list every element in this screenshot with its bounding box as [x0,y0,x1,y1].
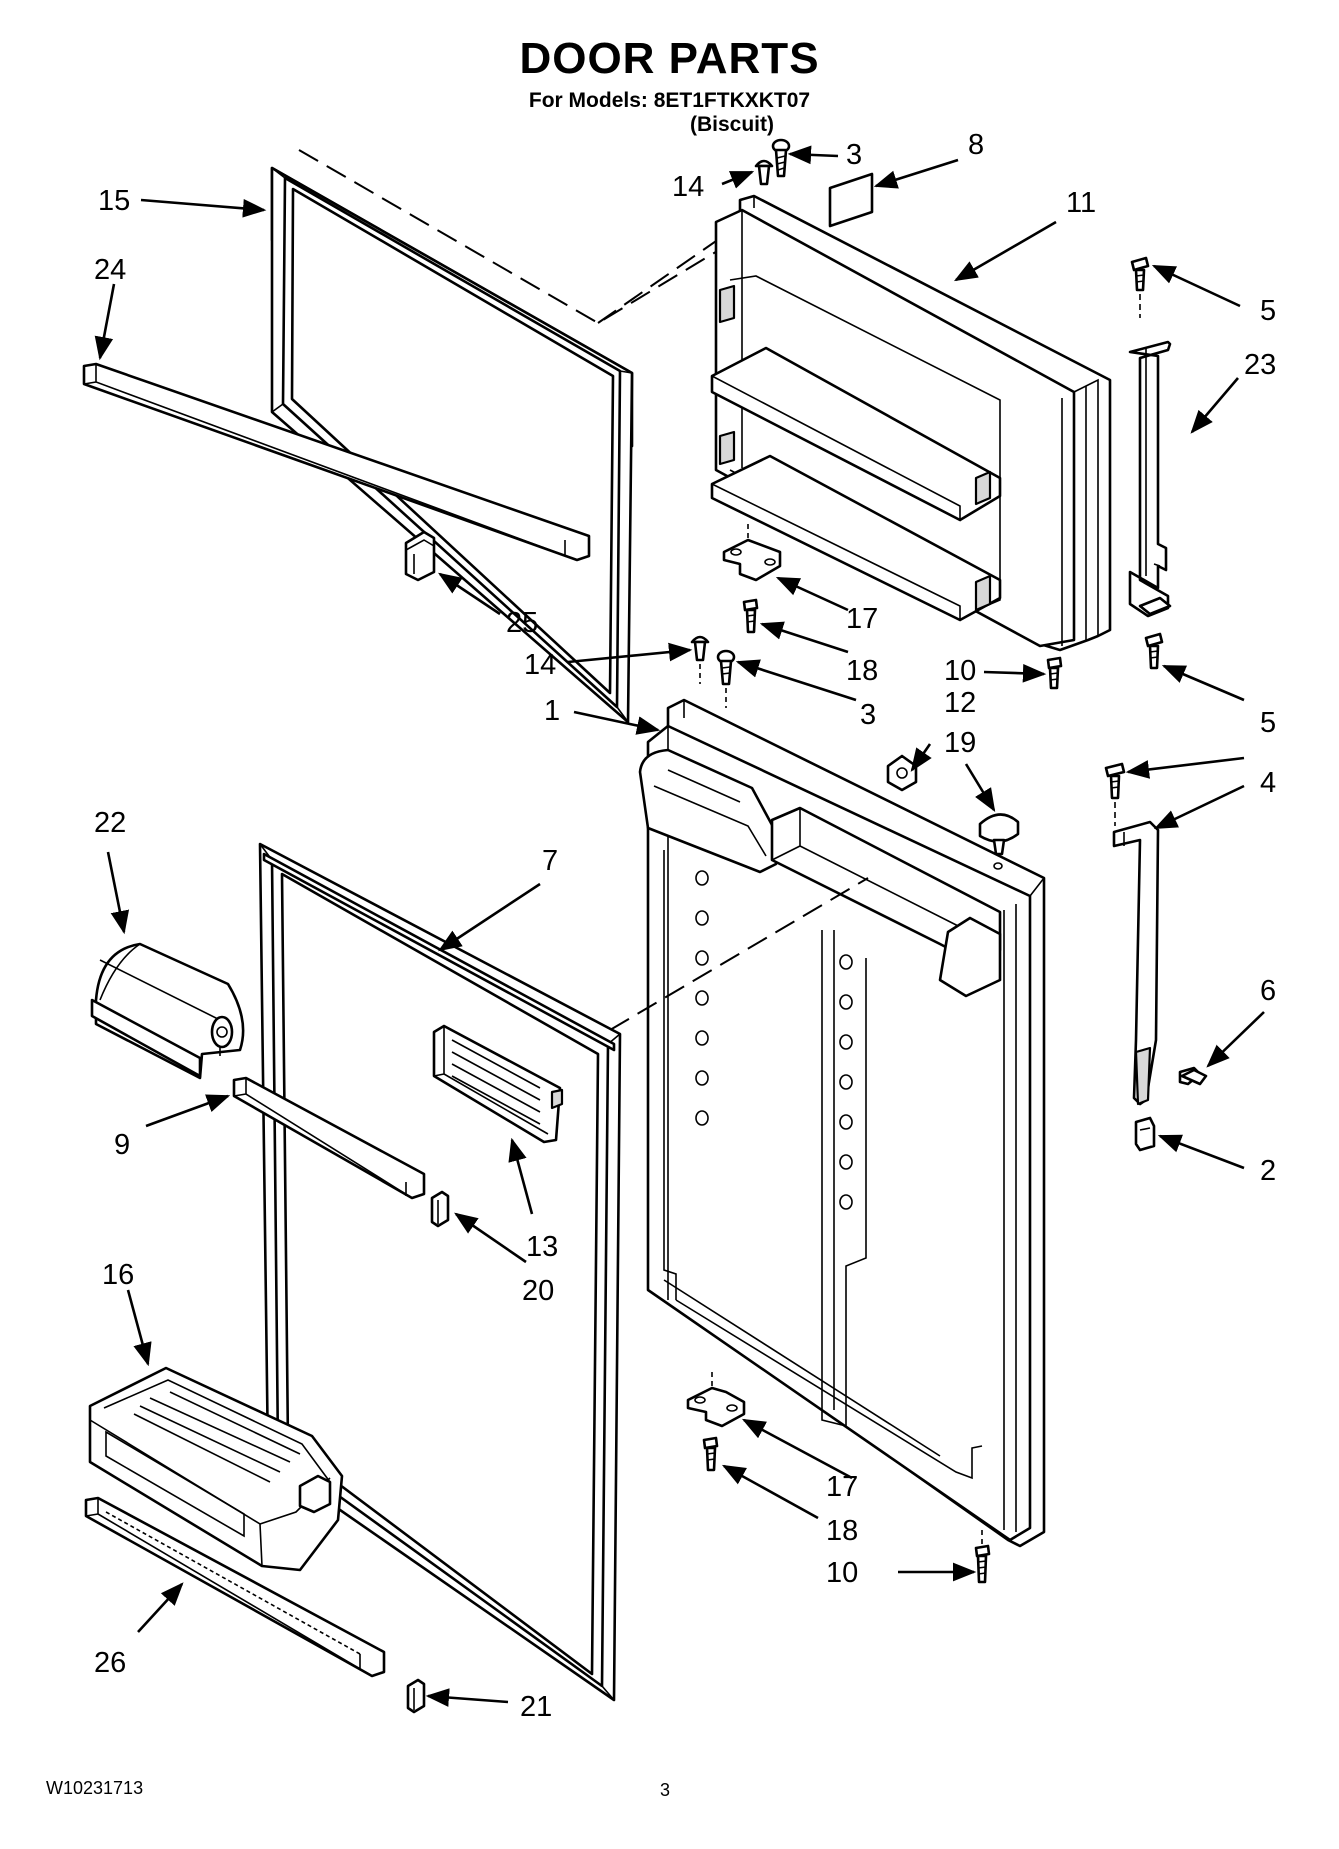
callout-7: 7 [542,845,558,877]
callout-14: 14 [672,171,704,203]
callout-21: 21 [520,1691,552,1723]
callout-9: 9 [114,1129,130,1161]
callout-2: 2 [1260,1155,1276,1187]
hinge-plate-17-lower [686,1372,746,1428]
door-bin-16 [88,1366,344,1572]
color-line: (Biscuit) [690,113,774,136]
screw-6 [1178,1066,1208,1086]
callout-5-mid: 5 [1260,707,1276,739]
screw-5-mid [1144,632,1164,670]
shelf-rail-9 [232,1076,426,1200]
callout-numbers: 15 24 25 14 3 8 11 5 23 17 18 10 5 14 3 … [94,129,1276,1723]
bin-rail-26 [84,1496,386,1678]
callout-10-lower: 10 [826,1557,858,1589]
label-8 [828,172,874,228]
callout-8: 8 [968,129,984,161]
screw-10-lower [974,1530,991,1584]
rail-clip-25 [404,530,436,582]
screw-10-upper [1046,656,1063,690]
screw-5-top [1130,256,1150,318]
callout-1: 1 [544,695,560,727]
plug-14-top [754,159,774,186]
callout-25: 25 [506,607,538,639]
alignment-line-7 [609,877,869,1031]
callout-4: 4 [1260,767,1276,799]
freezer-door-liner [710,194,1112,652]
callout-18: 18 [846,655,878,687]
cam-2 [1134,1116,1156,1152]
callout-22: 22 [94,807,126,839]
shelf-trim-13 [432,1024,564,1144]
fresh-food-door-gasket [258,842,622,1702]
plug-button-19 [978,813,1020,870]
alignment-line-15 [298,149,763,325]
callout-5: 5 [1260,295,1276,327]
hinge-bracket-23 [1128,340,1172,618]
screw-18-upper [742,598,759,634]
models-line: For Models: 8ET1FTKXKT07 [528,89,811,112]
callout-20: 20 [522,1275,554,1307]
screw-3-top [771,138,791,178]
freezer-door-gasket [270,166,634,724]
callout-3: 3 [846,139,862,171]
callout-6: 6 [1260,975,1276,1007]
callout-26: 26 [94,1647,126,1679]
callout-15: 15 [98,185,130,217]
rail-clip-21 [406,1678,426,1714]
callout-16: 16 [102,1259,134,1291]
callout-17: 17 [846,603,878,635]
callout-11: 11 [1066,187,1096,219]
screw-3-mid [716,649,736,708]
callout-12: 12 [944,687,976,719]
callout-19: 19 [944,727,976,759]
rail-clip-20 [430,1190,450,1228]
hinge-plate-17-upper [722,524,782,582]
retainer-12 [886,754,918,792]
document-number: W10231713 [46,1778,144,1798]
leader-lines [94,145,1265,1707]
callout-3-mid: 3 [860,699,876,731]
page-title: DOOR PARTS [519,34,820,83]
hinge-bracket-4 [1112,820,1160,1106]
callout-17-lower: 17 [826,1471,858,1503]
callout-10: 10 [944,655,976,687]
callout-23: 23 [1244,349,1276,381]
callout-18-lower: 18 [826,1515,858,1547]
page-number: 3 [660,1780,671,1800]
callout-24: 24 [94,254,126,286]
screw-18-lower [702,1436,719,1472]
callout-14-mid: 14 [524,649,556,681]
plug-14-mid [690,635,710,684]
callout-13: 13 [526,1231,558,1263]
freezer-shelf-rail [82,362,591,562]
screw-5-lower [1104,762,1126,826]
fresh-food-door-liner [638,698,1046,1548]
dairy-door-22 [90,942,245,1080]
